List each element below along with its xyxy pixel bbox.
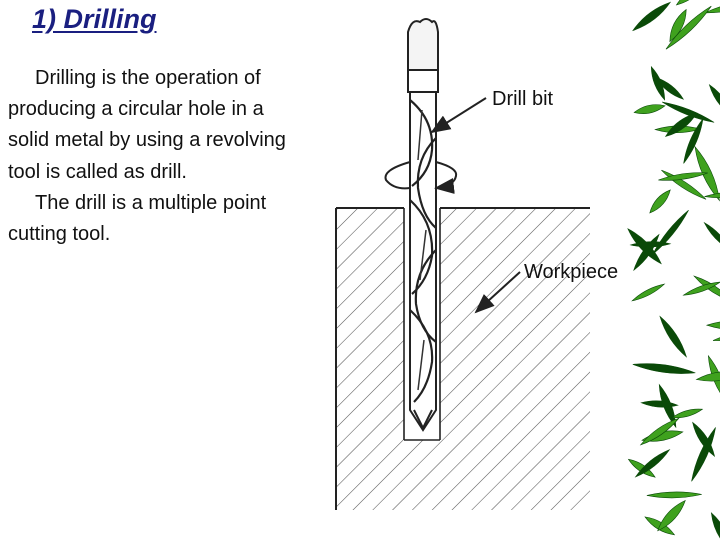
bamboo-leaf (703, 221, 720, 251)
bamboo-leaf (691, 427, 716, 482)
rotation-arrow-icon (384, 161, 458, 194)
bamboo-leaf (649, 189, 671, 214)
drill-bit-leader (430, 97, 487, 134)
bamboo-leaf (661, 101, 715, 123)
bamboo-leaves-decoration (616, 0, 720, 540)
bamboo-leaf (632, 1, 672, 32)
bamboo-leaf (683, 118, 704, 164)
bamboo-leaf (632, 363, 696, 374)
bamboo-leaf (704, 191, 720, 199)
bamboo-leaf (633, 233, 660, 272)
bamboo-leaf (633, 104, 666, 114)
bamboo-leaf (659, 315, 687, 358)
workpiece-leader (474, 271, 521, 314)
drilling-diagram: Drill bit Workpiece (318, 10, 618, 515)
bamboo-leaf (694, 145, 720, 202)
bamboo-leaf (658, 172, 708, 181)
workpiece-block (335, 207, 590, 510)
drill-bit (407, 18, 439, 432)
bamboo-leaf (652, 209, 689, 255)
body-text: Drilling is the operation of producing a… (8, 63, 304, 250)
paragraph-tool-type: The drill is a multiple point cutting to… (8, 191, 267, 246)
bamboo-leaf (664, 112, 698, 137)
drill-bit-label: Drill bit (492, 88, 554, 110)
bamboo-leaf (655, 76, 685, 100)
bamboo-leaf (710, 512, 720, 540)
bamboo-leaves-icon (627, 0, 720, 540)
bamboo-leaf (682, 281, 720, 296)
bamboo-leaf (634, 448, 671, 478)
drilling-illustration: Drill bit Workpiece (335, 18, 618, 510)
slide-title: 1) Drilling (32, 4, 157, 34)
bamboo-leaf (627, 458, 656, 478)
workpiece-label: Workpiece (524, 261, 618, 283)
bamboo-leaf (675, 0, 705, 6)
bamboo-leaf (671, 408, 704, 419)
bamboo-leaf (646, 491, 702, 499)
bamboo-leaf (640, 400, 679, 408)
bamboo-leaf (631, 283, 666, 302)
paragraph-definition: Drilling is the operation of producing a… (8, 67, 286, 183)
bamboo-leaf (639, 417, 680, 446)
bamboo-leaf (650, 65, 666, 101)
bamboo-leaf (704, 1, 720, 14)
bamboo-leaf (705, 320, 720, 330)
bamboo-leaf (665, 5, 712, 50)
bamboo-leaf (657, 499, 686, 532)
bamboo-leaf (708, 84, 720, 117)
